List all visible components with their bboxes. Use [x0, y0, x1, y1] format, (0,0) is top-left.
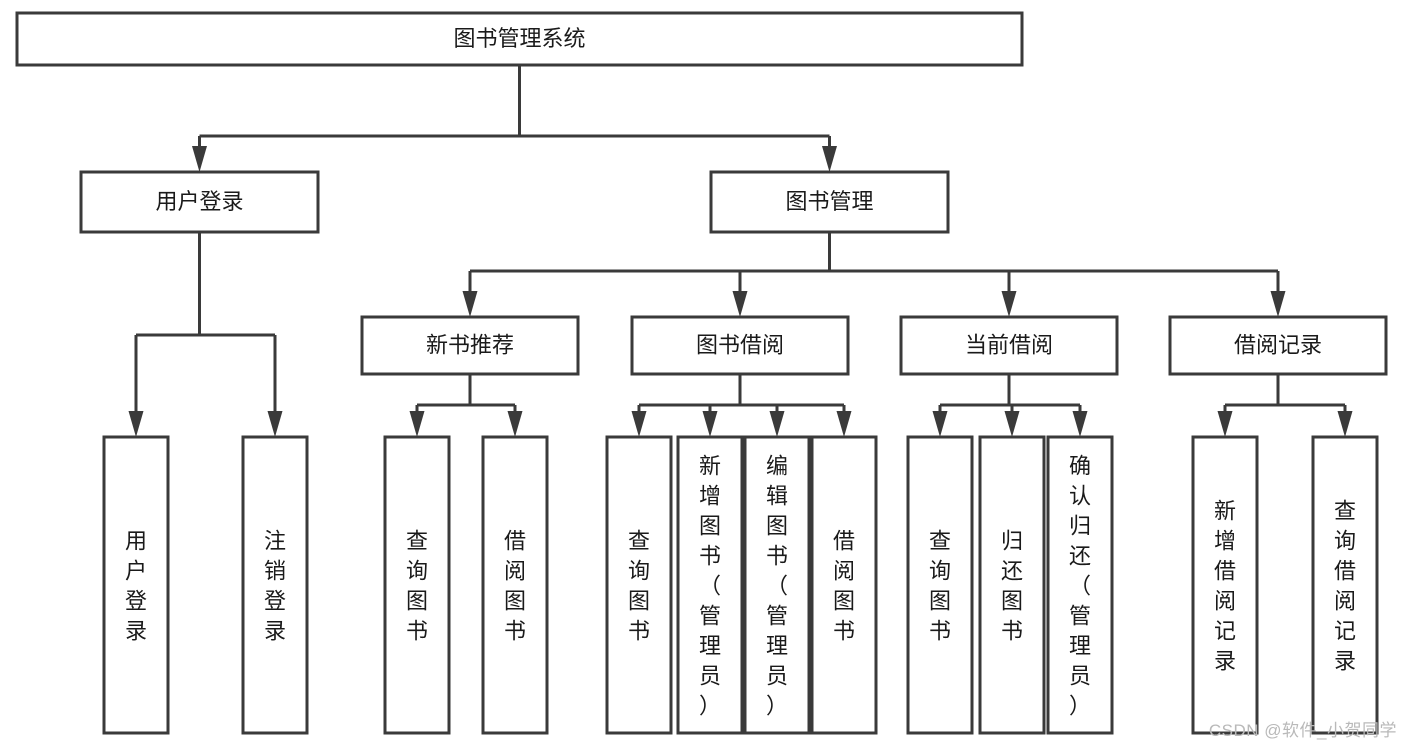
- node-label: 归还图书: [1001, 528, 1023, 643]
- flow-node[interactable]: 查询借阅记录: [1311, 435, 1379, 735]
- flow-node[interactable]: 用户登录: [102, 435, 170, 735]
- node-label: 图书管理系统: [453, 26, 585, 51]
- arrow-head-icon: [192, 146, 207, 172]
- flow-node[interactable]: 查询图书: [605, 435, 673, 735]
- arrow-head-icon: [702, 411, 718, 437]
- node-box[interactable]: [1168, 315, 1388, 376]
- node-label: 注销登录: [264, 528, 286, 643]
- arrow-head-icon: [836, 411, 852, 437]
- node-label: 查询借阅记录: [1334, 498, 1356, 673]
- node-box[interactable]: [709, 170, 950, 234]
- arrow-head-icon: [507, 411, 523, 437]
- arrow-head-icon: [1337, 411, 1353, 437]
- arrow-head-icon: [822, 146, 837, 172]
- node-label: 用户登录: [125, 528, 147, 643]
- node-box[interactable]: [906, 435, 974, 735]
- flow-node[interactable]: 查询图书: [383, 435, 451, 735]
- flow-node[interactable]: 新增借阅记录: [1191, 435, 1259, 735]
- node-label: 查询图书: [628, 528, 650, 643]
- arrow-head-icon: [1001, 291, 1017, 317]
- node-label: 确认归还（管理员）: [1069, 453, 1091, 718]
- flow-node[interactable]: 注销登录: [241, 435, 309, 735]
- node-label: 用户登录: [155, 189, 243, 214]
- node-box[interactable]: [1046, 435, 1114, 735]
- connector-group: [462, 232, 1286, 317]
- node-box[interactable]: [360, 315, 580, 376]
- connector-group: [192, 65, 837, 172]
- connector-layer: [128, 65, 1353, 437]
- flow-node[interactable]: 借阅图书: [810, 435, 878, 735]
- node-label: 借阅图书: [504, 528, 526, 643]
- arrow-head-icon: [409, 411, 425, 437]
- arrow-head-icon: [1072, 411, 1088, 437]
- node-label: 查询图书: [406, 528, 428, 643]
- node-box[interactable]: [15, 11, 1024, 67]
- flow-node[interactable]: 新增图书（管理员）: [676, 435, 744, 735]
- flow-node[interactable]: 新书推荐: [360, 315, 580, 376]
- node-box[interactable]: [241, 435, 309, 735]
- flow-node[interactable]: 图书管理系统: [15, 11, 1024, 67]
- arrow-head-icon: [732, 291, 748, 317]
- node-box[interactable]: [102, 435, 170, 735]
- node-box[interactable]: [978, 435, 1046, 735]
- connector-group: [409, 374, 523, 437]
- flow-node[interactable]: 当前借阅: [899, 315, 1119, 376]
- node-box[interactable]: [1191, 435, 1259, 735]
- flow-node[interactable]: 借阅记录: [1168, 315, 1388, 376]
- connector-group: [631, 374, 852, 437]
- node-box[interactable]: [1311, 435, 1379, 735]
- flow-node[interactable]: 用户登录: [79, 170, 320, 234]
- node-box[interactable]: [743, 435, 811, 735]
- node-box[interactable]: [676, 435, 744, 735]
- node-box[interactable]: [810, 435, 878, 735]
- arrow-head-icon: [631, 411, 647, 437]
- node-label: 借阅记录: [1234, 332, 1322, 357]
- node-label: 图书管理: [785, 189, 873, 214]
- node-box[interactable]: [383, 435, 451, 735]
- arrow-head-icon: [1217, 411, 1233, 437]
- node-box[interactable]: [481, 435, 549, 735]
- arrow-head-icon: [462, 291, 478, 317]
- arrow-head-icon: [1270, 291, 1286, 317]
- arrow-head-icon: [932, 411, 948, 437]
- node-box[interactable]: [79, 170, 320, 234]
- connector-group: [128, 232, 283, 437]
- node-label: 编辑图书（管理员）: [766, 453, 788, 718]
- flow-node[interactable]: 编辑图书（管理员）: [743, 435, 811, 735]
- node-label: 新增图书（管理员）: [699, 453, 721, 718]
- flow-node[interactable]: 确认归还（管理员）: [1046, 435, 1114, 735]
- flow-node[interactable]: 归还图书: [978, 435, 1046, 735]
- flow-node[interactable]: 图书借阅: [630, 315, 850, 376]
- node-box[interactable]: [899, 315, 1119, 376]
- arrow-head-icon: [128, 411, 144, 437]
- node-label: 借阅图书: [833, 528, 855, 643]
- connector-group: [932, 374, 1088, 437]
- node-label: 当前借阅: [965, 332, 1053, 357]
- arrow-head-icon: [1004, 411, 1020, 437]
- node-layer: 图书管理系统用户登录图书管理新书推荐图书借阅当前借阅借阅记录用户登录注销登录查询…: [15, 11, 1388, 735]
- arrow-head-icon: [267, 411, 283, 437]
- flow-node[interactable]: 查询图书: [906, 435, 974, 735]
- flow-node[interactable]: 借阅图书: [481, 435, 549, 735]
- node-label: 新增借阅记录: [1214, 498, 1236, 673]
- arrow-head-icon: [769, 411, 785, 437]
- node-box[interactable]: [630, 315, 850, 376]
- connector-group: [1217, 374, 1353, 437]
- node-label: 新书推荐: [426, 332, 514, 357]
- node-box[interactable]: [605, 435, 673, 735]
- flow-node[interactable]: 图书管理: [709, 170, 950, 234]
- node-label: 图书借阅: [696, 332, 784, 357]
- node-label: 查询图书: [929, 528, 951, 643]
